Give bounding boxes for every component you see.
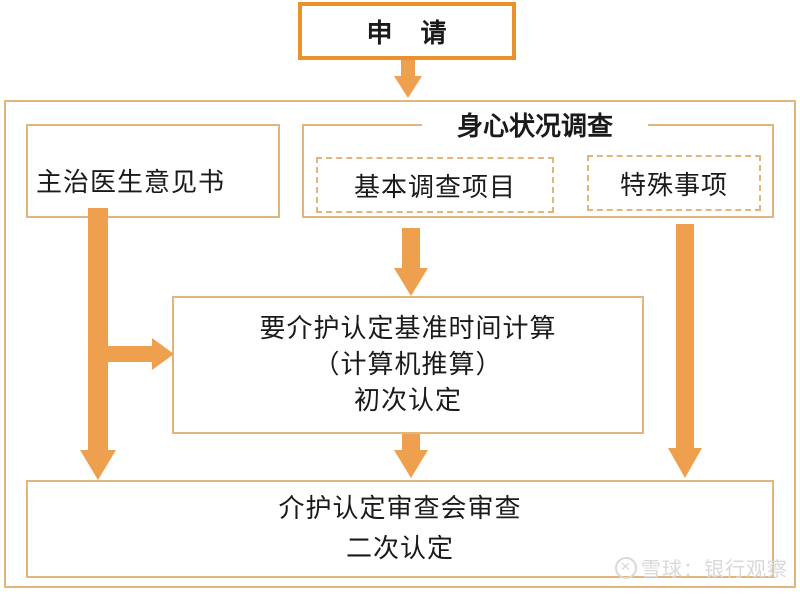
second-certification-box: 介护认定审查会审查 二次认定	[26, 480, 774, 578]
first-certification-box: 要介护认定基准时间计算 （计算机推算） 初次认定	[172, 296, 644, 434]
watermark: ✕ 雪球：银行观察	[615, 553, 788, 582]
arrow-branch-shaft	[108, 346, 156, 362]
first-cert-line3: 初次认定	[353, 386, 462, 416]
second-cert-line2: 二次认定	[345, 534, 454, 564]
first-cert-line2: （计算机推算）	[313, 350, 503, 380]
doctor-opinion-box: 主治医生意见书	[26, 124, 280, 218]
survey-title: 身心状况调查	[422, 110, 648, 144]
apply-box: 申 请	[298, 2, 516, 60]
special-items-label: 特殊事项	[619, 170, 728, 201]
snowball-logo-icon: ✕	[615, 556, 637, 579]
arrow-mid-bottom-shaft	[402, 434, 420, 452]
arrow-apply-shaft	[401, 60, 415, 78]
arrow-left-shaft	[88, 208, 108, 452]
second-cert-line1: 介护认定审查会审查	[278, 494, 522, 524]
special-items-box: 特殊事项	[587, 155, 761, 211]
apply-label: 申 请	[366, 18, 448, 49]
doctor-opinion-label: 主治医生意见书	[36, 168, 226, 198]
arrow-right-shaft	[676, 224, 694, 450]
arrow-right-head	[668, 448, 702, 478]
basic-items-box: 基本调查项目	[316, 157, 554, 213]
arrow-mid-top-shaft	[402, 228, 420, 270]
arrow-mid-bottom-head	[394, 450, 428, 478]
arrow-branch-head	[152, 338, 174, 370]
watermark-text: 雪球：银行观察	[641, 557, 788, 581]
arrow-mid-top-head	[394, 268, 428, 296]
arrow-left-head	[80, 450, 116, 480]
basic-items-label: 基本调查项目	[353, 172, 516, 203]
first-cert-line1: 要介护认定基准时间计算	[259, 314, 557, 344]
arrow-apply-head	[394, 76, 422, 98]
